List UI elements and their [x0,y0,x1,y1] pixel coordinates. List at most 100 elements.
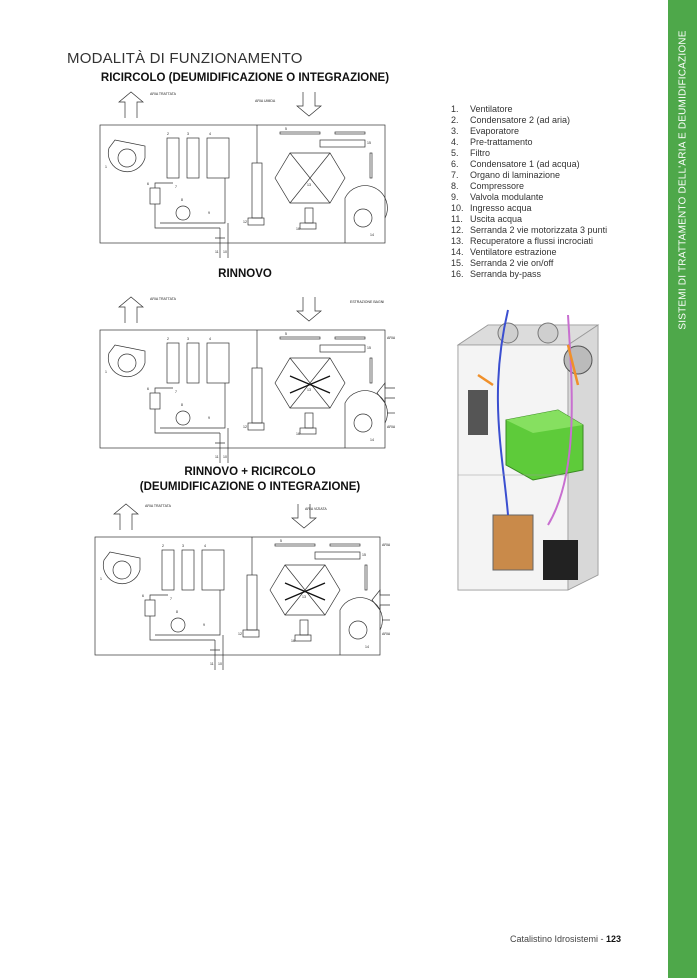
legend-label: Uscita acqua [470,214,523,224]
legend-number: 13. [451,236,464,246]
legend-number: 12. [451,225,464,235]
diagram-title-rinnovo: RINNOVO [150,267,340,282]
component-number: 2 [162,544,164,548]
legend-label: Serranda by-pass [470,269,542,279]
page-footer: Catalistino Idrosistemi - 123 [510,934,621,944]
damper-15 [319,139,366,148]
legend-number: 1. [451,104,459,114]
pretreatment-coil [206,137,230,179]
legend-item: 3.Evaporatore [451,126,607,137]
legend-label: Ventilatore [470,104,513,114]
damper-15 [319,344,366,353]
component-number: 6 [142,594,144,598]
diagram-title-ricircolo: RICIRCOLO (DEUMIDIFICAZIONE O INTEGRAZIO… [100,71,390,86]
component-number: 9 [203,623,205,627]
arrow-up-icon [118,91,144,118]
component-number: 15 [367,346,371,350]
compressor-icon [175,410,191,426]
evaporator [186,137,200,179]
product-illustration [448,305,618,600]
component-number: 8 [181,403,183,407]
component-number: 1 [100,577,102,581]
component-number: 2 [167,132,169,136]
legend-item: 4.Pre-trattamento [451,137,607,148]
filter-5c [369,357,373,384]
component-number: 2 [167,337,169,341]
legend-item: 16.Serranda by-pass [451,269,607,280]
arrow-down-icon [296,92,322,117]
legend-item: 11.Uscita acqua [451,214,607,225]
legend-item: 13. Recuperatore a flussi incrociati [451,236,607,247]
legend-label: Organo di laminazione [470,170,561,180]
arrow-down-icon [291,504,317,529]
damper-12 [251,162,263,219]
actuator-12 [242,629,260,638]
component-number: 13 [307,388,311,392]
piping [149,590,224,670]
label-aria-trattata: ARIA TRATTATA [145,504,172,508]
component-number: 3 [187,337,189,341]
legend-label: Pre-trattamento [470,137,533,147]
legend-label: Serranda 2 vie motorizzata 3 punti [470,225,608,235]
exhaust-fan-rotor [348,620,368,640]
label-aria-esterna: ARIA ESTERNA [387,336,395,340]
airflow-cross-arrows [284,582,326,601]
legend-number: 2. [451,115,459,125]
fan-rotor [117,353,137,373]
legend-number: 15. [451,258,464,268]
legend-item: 14.Ventilatore estrazione [451,247,607,258]
piping [154,178,229,258]
airflow-cross-arrows [289,375,331,394]
filter-5c [369,152,373,179]
pretreatment-coil [206,342,230,384]
component-number: 12 [243,220,247,224]
exhaust-fan-icon [344,390,388,448]
legend-number: 5. [451,148,459,158]
legend-label: Valvola modulante [470,192,544,202]
supply-fan-icon [103,551,141,585]
component-number: 12 [238,632,242,636]
label-aria-trattata: ARIA TRATTATA [150,297,177,301]
legend-number: 14. [451,247,464,257]
filter-5b [334,336,366,340]
component-number: 8 [181,198,183,202]
legend-item: 2.Condensatore 2 (ad aria) [451,115,607,126]
section-sidebar: SISTEMI DI TRATTAMENTO DELL'ARIA E DEUMI… [668,0,697,978]
component-number: 10 [223,250,227,254]
compressor-icon [170,617,186,633]
exhaust-fan-icon [339,597,383,655]
piping [154,383,229,463]
actuator-16 [294,634,312,642]
label-aria-espulsa: ARIA ESPULSA [387,425,395,429]
actuator-12 [247,422,265,431]
component-number: 1 [105,370,107,374]
arrow-up-icon [113,503,139,530]
component-number: 8 [176,610,178,614]
supply-fan-icon [108,139,146,173]
legend-item: 9.Valvola modulante [451,192,607,203]
label-aria-ingresso: ARIA UMIDA [255,99,276,103]
damper-12 [246,574,258,631]
catalog-name: Catalistino Idrosistemi - [510,934,607,944]
actuator-16 [299,427,317,435]
component-number: 4 [209,132,211,136]
filter-5 [279,131,321,135]
component-number: 13 [302,595,306,599]
legend-item: 10.Ingresso acqua [451,203,607,214]
component-number: 11 [210,662,214,666]
legend-label: Recuperatore a flussi incrociati [470,236,594,246]
component-number: 14 [365,645,369,649]
legend-item: 8.Compressore [451,181,607,192]
legend-item: 12. Serranda 2 vie motorizzata 3 punti [451,225,607,236]
title-line: RICIRCOLO (DEUMIDIFICAZIONE O INTEGRAZIO… [100,72,390,84]
arrow-up-icon [118,296,144,323]
damper-12 [251,367,263,424]
component-number: 16 [291,639,295,643]
filter-5 [274,543,316,547]
component-number: 11 [215,455,219,459]
